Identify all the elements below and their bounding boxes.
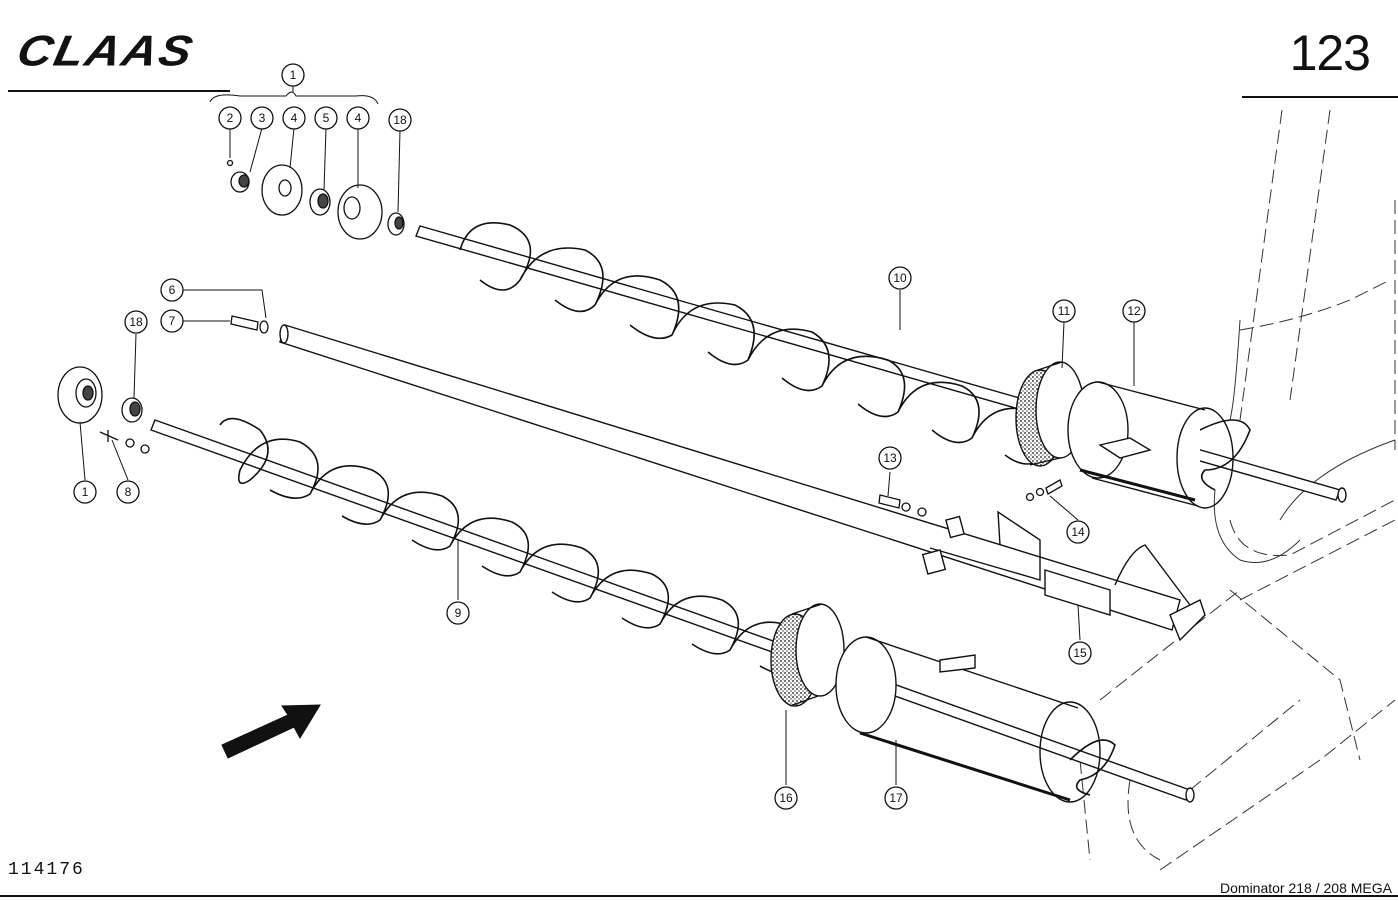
svg-text:12: 12 [1127,304,1141,318]
callout-16: 16 [774,786,798,810]
frame-solid-edges [1213,319,1396,563]
left-flange-bearing [57,366,150,454]
svg-text:10: 10 [893,271,907,285]
page-number: 123 [1289,25,1371,81]
page-number-rule [1242,96,1398,98]
callout-4a: 4 [282,106,306,130]
svg-text:17: 17 [889,791,903,805]
callout-6: 6 [160,278,184,302]
upper-auger-end-flight [1199,419,1251,491]
lower-knurled-ring [770,603,845,707]
drawing-number: 114176 [8,860,85,880]
callout-10: 10 [888,266,912,290]
callout-2: 2 [218,106,242,130]
svg-text:16: 16 [779,791,793,805]
bottom-border-line [0,895,1398,897]
svg-text:4: 4 [355,111,362,125]
svg-text:18: 18 [393,113,407,127]
callout-1-top: 1 [281,63,305,87]
svg-text:9: 9 [455,606,462,620]
callout-8: 8 [116,480,140,504]
callout-7: 7 [160,309,184,333]
svg-text:7: 7 [169,314,176,328]
callout-1-bottom: 1 [73,480,97,504]
svg-text:1: 1 [82,485,89,499]
callout-15: 15 [1068,641,1092,665]
callout-18-left: 18 [124,310,148,334]
callout-12: 12 [1122,299,1146,323]
callout-3: 3 [250,106,274,130]
svg-text:8: 8 [125,485,132,499]
svg-text:18: 18 [129,315,143,329]
svg-text:15: 15 [1073,646,1087,660]
callout-5: 5 [314,106,338,130]
lower-auger-flighting [219,417,806,675]
bolt-and-washer-6-7 [230,315,269,334]
upper-auger-flighting [459,221,1050,465]
svg-text:5: 5 [323,111,330,125]
claas-logo: CLAAS [8,10,238,92]
callout-4b: 4 [346,106,370,130]
svg-text:11: 11 [1058,304,1071,318]
svg-text:1: 1 [290,68,297,82]
lower-drum-cylinder [835,636,1101,803]
callout-11: 11 [1052,299,1076,323]
upper-drum-cylinder [1067,381,1234,509]
leader-lines [79,86,1135,785]
svg-text:4: 4 [291,111,298,125]
callout-14: 14 [1066,520,1090,544]
svg-text:6: 6 [169,283,176,297]
header-frame-outline [1079,109,1396,871]
machine-model: Dominator 218 / 208 MEGA [1220,880,1392,896]
svg-text:2: 2 [227,111,234,125]
callout-18-top: 18 [388,108,412,132]
logo-underline [8,90,230,92]
callout-9: 9 [446,601,470,625]
callout-17: 17 [884,786,908,810]
bolts-13-14 [878,479,1063,517]
direction-arrow [221,704,321,759]
middle-shaft-tube [279,324,1206,642]
bearing-parts-set [226,159,405,240]
svg-text:14: 14 [1071,525,1085,539]
svg-text:13: 13 [883,451,897,465]
callout-13: 13 [878,446,902,470]
lower-auger-end-flight [1069,739,1116,796]
lower-auger [150,417,1195,803]
svg-text:3: 3 [259,111,266,125]
